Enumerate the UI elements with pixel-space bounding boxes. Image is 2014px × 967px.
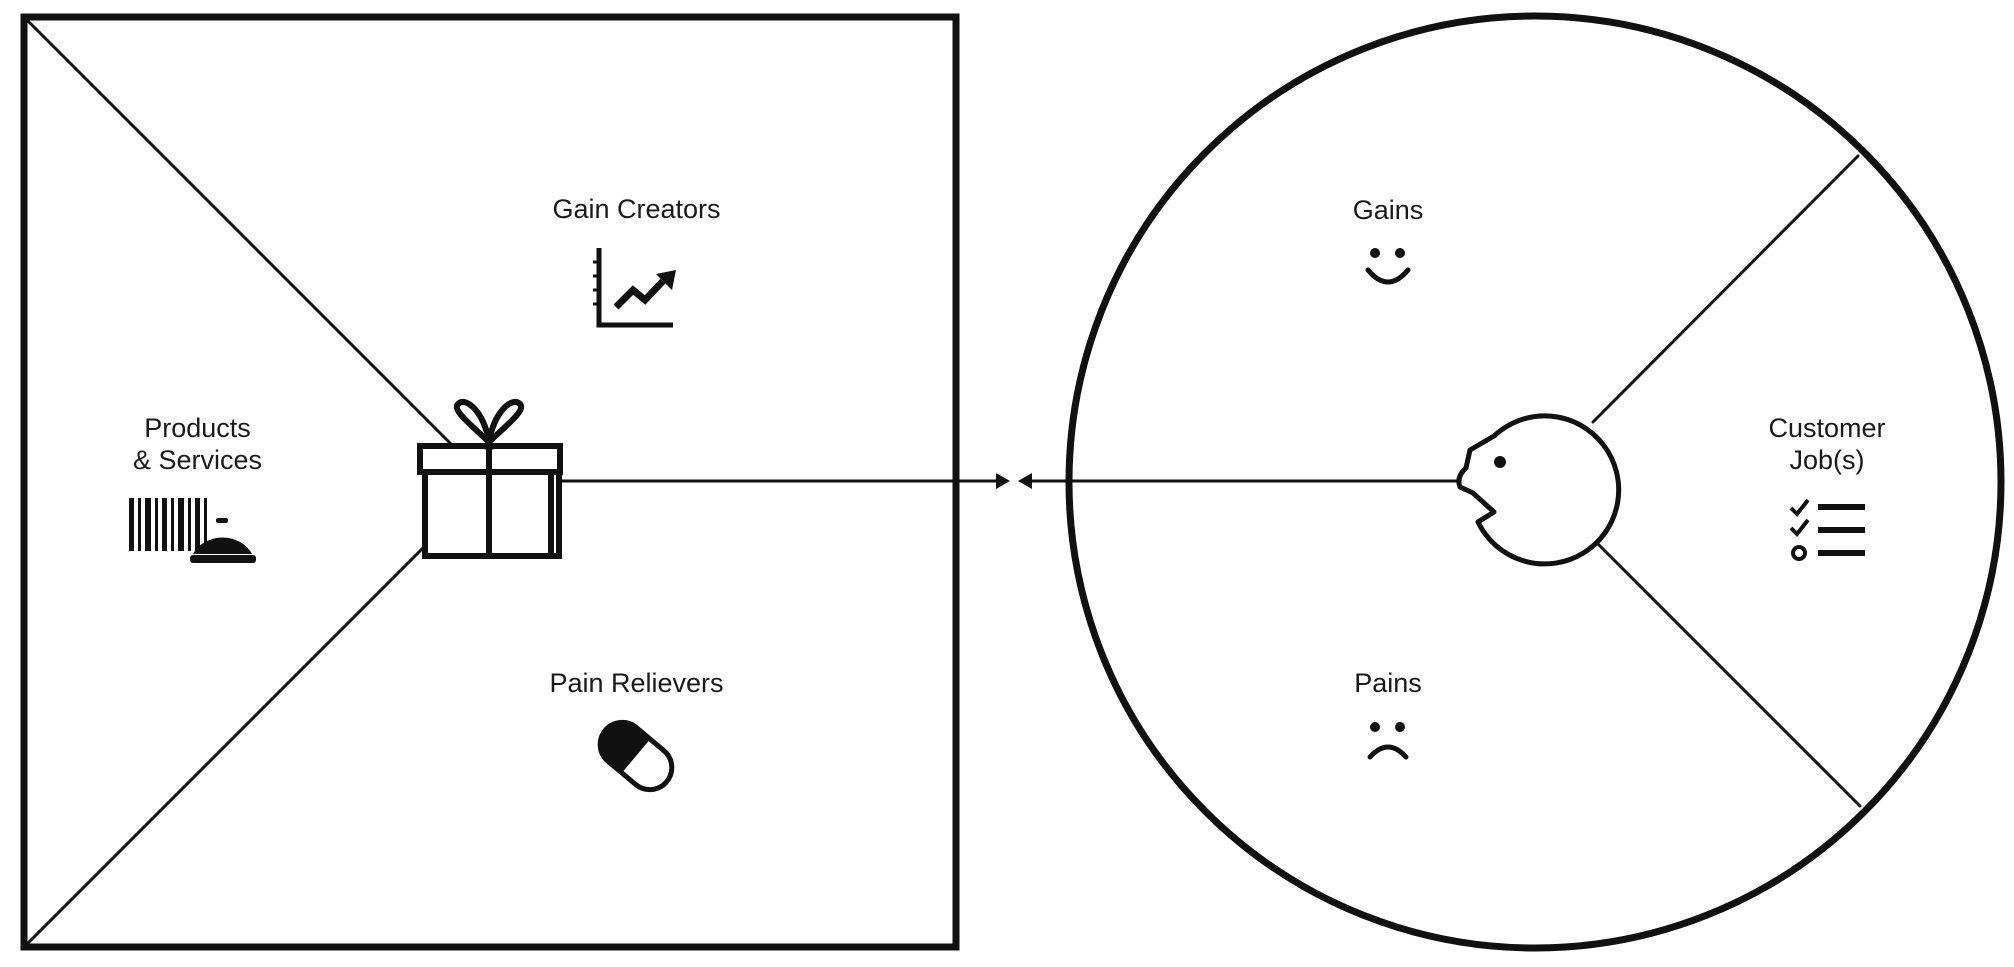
fit-connector [560, 473, 1460, 489]
products-services-label: Products & Services [110, 412, 285, 476]
frown-icon [1367, 722, 1409, 760]
gain-creators-label: Gain Creators [552, 194, 721, 224]
pain-relievers-label: Pain Relievers [549, 668, 724, 698]
customer-jobs-label-line2: Job(s) [1789, 445, 1865, 475]
customer-divider-top [1591, 154, 1860, 424]
pains-label: Pains [1354, 668, 1422, 698]
smiley-icon [1365, 248, 1411, 285]
products-services-label-line1: Products [144, 413, 251, 443]
checklist-icon [1789, 498, 1865, 561]
value-arrow-head [996, 473, 1010, 489]
customer-divider-bottom [1588, 534, 1862, 808]
value-map-divider-bottom [26, 541, 430, 945]
products-services-label-line2: & Services [132, 445, 263, 475]
customer-jobs-label: Customer Job(s) [1742, 412, 1912, 476]
customer-profile [1065, 12, 2005, 952]
value-map-divider-top [26, 19, 454, 447]
gains-label: Gains [1352, 195, 1424, 225]
chart-up-icon [593, 248, 676, 328]
pill-icon [597, 719, 675, 793]
face-icon [1456, 413, 1622, 567]
gift-icon [417, 399, 563, 559]
barcode-service-bell-icon [129, 498, 256, 563]
customer-profile-border [1065, 12, 2005, 952]
customer-arrow-head [1018, 473, 1032, 489]
customer-jobs-label-line1: Customer [1768, 413, 1886, 443]
